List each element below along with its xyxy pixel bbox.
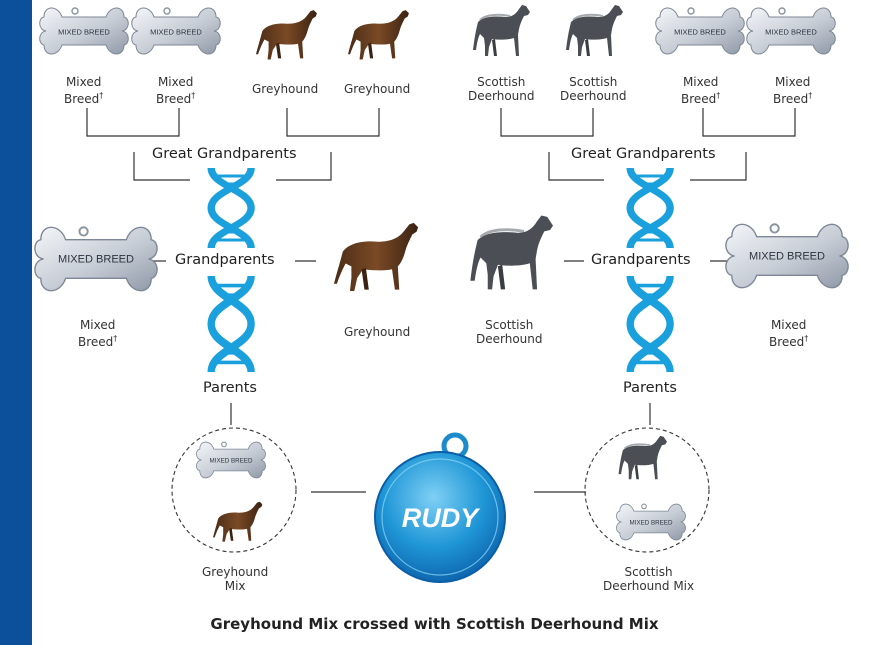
ggp-label-mixed-2: Mixed Breed†	[156, 75, 195, 106]
generation-label-parents-left: Parents	[203, 380, 257, 396]
generation-label-great-grandparents-right: Great Grandparents	[571, 146, 716, 162]
gp-deerhound-icon	[470, 215, 553, 289]
dna-helix-icon-right-bottom	[630, 276, 670, 372]
dna-helix-icon-right-top	[630, 168, 670, 248]
svg-text:MIXED BREED: MIXED BREED	[150, 28, 202, 37]
gp-bone-tag-right: MIXED BREED	[726, 224, 848, 287]
parent-left-bone-tag: MIXED BREED	[196, 442, 265, 478]
ggp-label-greyhound-2: Greyhound	[344, 82, 410, 96]
ggp-bone-tag-2: MIXED BREED	[132, 8, 221, 54]
ggp-greyhound-icon-1	[256, 10, 317, 59]
parent-label-right: Scottish Deerhound Mix	[603, 565, 694, 593]
generation-label-great-grandparents-left: Great Grandparents	[152, 146, 297, 162]
gp-label-greyhound: Greyhound	[344, 325, 410, 339]
ggp-label-scottish-2: Scottish Deerhound	[560, 75, 627, 103]
parent-left-greyhound-icon	[213, 502, 262, 542]
ggp-deerhound-icon-1	[473, 5, 530, 56]
ggp-bone-tag-4: MIXED BREED	[747, 8, 836, 54]
dna-helix-icon-left-bottom	[211, 276, 251, 372]
ggp-label-scottish-1: Scottish Deerhound	[468, 75, 535, 103]
parent-right-deerhound-icon	[619, 436, 667, 479]
parent-label-left: Greyhound Mix	[202, 565, 268, 593]
parent-circle-left	[172, 428, 296, 552]
name-tag-icon: RUDY	[375, 435, 505, 582]
gp-bone-tag-left: MIXED BREED	[35, 227, 157, 290]
ggp-label-mixed-4: Mixed Breed†	[773, 75, 812, 106]
generation-label-grandparents-left: Grandparents	[175, 252, 275, 268]
parent-right-bone-tag: MIXED BREED	[616, 504, 685, 540]
ggp-label-mixed-3: Mixed Breed†	[681, 75, 720, 106]
svg-text:MIXED BREED: MIXED BREED	[630, 519, 673, 526]
svg-text:MIXED BREED: MIXED BREED	[765, 28, 817, 37]
generation-label-parents-right: Parents	[623, 380, 677, 396]
ggp-bone-tag-1: MIXED BREED	[40, 8, 129, 54]
ggp-bone-tag-3: MIXED BREED	[656, 8, 745, 54]
gp-label-mixed-left: Mixed Breed†	[78, 318, 117, 349]
gp-label-mixed-right: Mixed Breed†	[769, 318, 808, 349]
ggp-label-greyhound-1: Greyhound	[252, 82, 318, 96]
ggp-bracket-lines	[87, 108, 795, 492]
svg-text:MIXED BREED: MIXED BREED	[58, 28, 110, 37]
svg-text:MIXED BREED: MIXED BREED	[674, 28, 726, 37]
svg-text:MIXED BREED: MIXED BREED	[58, 253, 134, 265]
dna-helix-icon-left-top	[211, 168, 251, 248]
gp-greyhound-icon	[334, 223, 418, 291]
gp-label-scottish-deerhound: Scottish Deerhound	[476, 318, 543, 346]
dog-name: RUDY	[402, 503, 481, 533]
diagram-caption: Greyhound Mix crossed with Scottish Deer…	[0, 615, 869, 633]
svg-text:MIXED BREED: MIXED BREED	[749, 250, 825, 262]
ggp-greyhound-icon-2	[348, 10, 409, 59]
generation-label-grandparents-right: Grandparents	[591, 252, 691, 268]
svg-text:MIXED BREED: MIXED BREED	[210, 457, 253, 464]
ggp-deerhound-icon-2	[566, 5, 623, 56]
ggp-label-mixed-1: Mixed Breed†	[64, 75, 103, 106]
